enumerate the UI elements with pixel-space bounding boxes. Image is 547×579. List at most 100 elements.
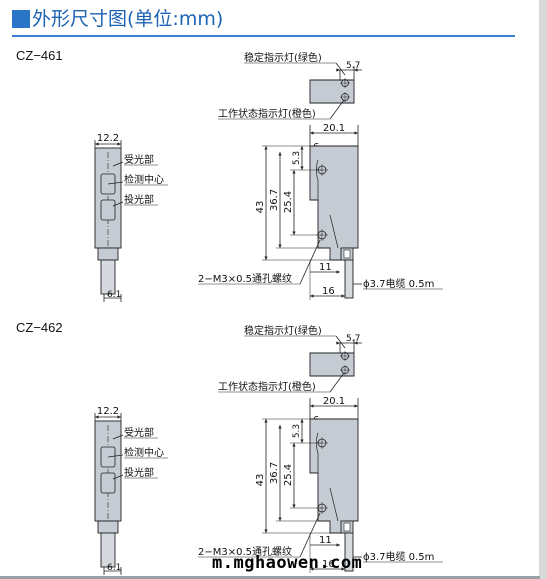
- front-bevel: [329, 214, 339, 249]
- receiver-leader: [112, 434, 124, 440]
- cable-dim-label: 6.1: [107, 563, 121, 573]
- work-led-label: 工作状态指示灯(橙色): [218, 107, 316, 120]
- emitter-label: 投光部: [124, 466, 154, 479]
- dim11-arrow: [336, 543, 340, 547]
- dim43-arrow-bottom: [264, 529, 268, 533]
- led-dim-label: 5.7: [346, 334, 360, 344]
- title-square-icon: [12, 10, 30, 28]
- dim254-arrow-top: [292, 443, 296, 447]
- front-cable: [344, 532, 354, 572]
- dim367-label: 36.7: [269, 189, 280, 211]
- front-slot-curve: [316, 432, 319, 473]
- work-led-leader: [329, 372, 345, 393]
- dim16-label: 16: [322, 559, 335, 570]
- stable-led-label: 稳定指示灯(绿色): [244, 324, 322, 337]
- page-edge: [539, 0, 547, 579]
- work-led-leader: [329, 99, 345, 120]
- front-width-arrow-left: [310, 131, 314, 135]
- dim53-arrow-bottom: [300, 439, 304, 443]
- center-leader: [107, 181, 124, 185]
- center-label: 检测中心: [124, 173, 164, 186]
- dim53-arrow-bottom: [300, 166, 304, 170]
- header: 外形尺寸图(单位:mm): [12, 6, 512, 32]
- front-width-label: 20.1: [323, 123, 345, 134]
- dim43-arrow-bottom: [264, 256, 268, 260]
- dim367-label: 36.7: [269, 462, 280, 484]
- led-dim-arrow-right: [354, 68, 358, 72]
- receiver-label: 受光部: [124, 426, 154, 439]
- cable-dim-label: 6.1: [107, 290, 121, 300]
- stable-led-leader: [335, 62, 346, 76]
- page-title: 外形尺寸图(单位:mm): [32, 8, 224, 30]
- receiver-leader: [112, 161, 124, 167]
- front-width-arrow-left: [310, 404, 314, 408]
- led-dim-label: 5.7: [346, 61, 360, 71]
- dim254-arrow-bottom: [292, 504, 296, 508]
- side-connector: [97, 520, 119, 534]
- dim367-arrow-top: [278, 152, 282, 156]
- bottom-divider: [0, 576, 540, 579]
- emitter-window: [100, 199, 116, 221]
- center-label: 检测中心: [124, 446, 164, 459]
- led-dim-arrow-left: [336, 68, 340, 72]
- side-width-arrow-left: [95, 142, 99, 146]
- front-connector-inner: [343, 522, 351, 532]
- screw-label: 2−M3×0.5通孔螺纹: [198, 272, 292, 285]
- front-width-arrow-right: [354, 131, 358, 135]
- dim254-arrow-bottom: [292, 231, 296, 235]
- led-dim-arrow-right: [354, 341, 358, 345]
- side-cable: [100, 259, 116, 295]
- side-width-arrow-right: [117, 142, 121, 146]
- dim16-arrow-left: [310, 567, 314, 571]
- title-underline: [12, 35, 515, 37]
- dim43-label: 43: [255, 201, 266, 214]
- front-bevel: [329, 487, 339, 522]
- dim16-arrow-left: [310, 294, 314, 298]
- dim53-label: 5.3: [292, 151, 302, 165]
- dim16-arrow-right: [341, 294, 345, 298]
- front-width-label: 20.1: [323, 396, 345, 407]
- front-connector-inner: [343, 249, 351, 259]
- side-width-arrow-right: [117, 415, 121, 419]
- side-width-label: 12.2: [97, 406, 119, 417]
- model-label-1: CZ−461: [16, 48, 63, 63]
- emitter-window: [100, 472, 116, 494]
- dim11-label: 11: [319, 535, 332, 546]
- dim11-label: 11: [319, 262, 332, 273]
- dim367-arrow-bottom: [278, 244, 282, 248]
- cable-label: ϕ3.7电缆 0.5m: [363, 550, 434, 563]
- model-label-2: CZ−462: [16, 320, 63, 335]
- dim43-arrow-top: [264, 419, 268, 423]
- screw-label: 2−M3×0.5通孔螺纹: [198, 545, 292, 558]
- dim254-arrow-top: [292, 170, 296, 174]
- dim16-arrow-right: [341, 567, 345, 571]
- dim53-arrow-top: [300, 419, 304, 423]
- dim367-arrow-top: [278, 425, 282, 429]
- side-width-arrow-left: [95, 415, 99, 419]
- dim53-label: 5.3: [292, 424, 302, 438]
- dim16-label: 16: [322, 286, 335, 297]
- dim11-arrow: [336, 270, 340, 274]
- front-slot-curve: [316, 159, 319, 200]
- led-dim-arrow-left: [336, 341, 340, 345]
- cable-label: ϕ3.7电缆 0.5m: [363, 277, 434, 290]
- side-cable: [100, 532, 116, 568]
- center-leader: [107, 454, 124, 458]
- emitter-label: 投光部: [124, 193, 154, 206]
- dim254-label: 25.4: [283, 464, 294, 486]
- dim43-label: 43: [255, 474, 266, 487]
- front-width-arrow-right: [354, 404, 358, 408]
- front-cable: [344, 259, 354, 299]
- side-width-label: 12.2: [97, 133, 119, 144]
- stable-led-label: 稳定指示灯(绿色): [244, 51, 322, 64]
- emitter-leader: [112, 201, 124, 207]
- dim254-label: 25.4: [283, 191, 294, 213]
- emitter-leader: [112, 474, 124, 480]
- dim53-arrow-top: [300, 146, 304, 150]
- dim367-arrow-bottom: [278, 517, 282, 521]
- stable-led-leader: [335, 335, 346, 349]
- receiver-label: 受光部: [124, 153, 154, 166]
